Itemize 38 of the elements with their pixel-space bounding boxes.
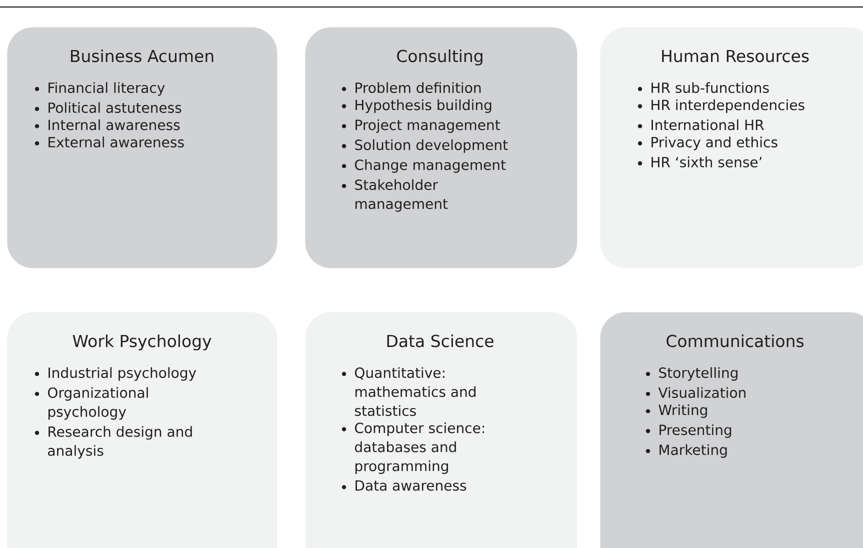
bullet-item: Solution development: [342, 139, 508, 153]
bullet-item: HR sub-functions: [638, 82, 769, 94]
competency-card: [600, 27, 863, 268]
bullet-item: Computer science: databases and programming: [342, 422, 484, 474]
bullet-item: Presenting: [646, 424, 732, 438]
bullet-item: HR ‘sixth sense’: [638, 156, 762, 168]
competency-card: [7, 312, 278, 548]
bullet-item: Privacy and ethics: [638, 136, 778, 150]
card-heading: Human Resources: [662, 50, 809, 62]
bullet-item: International HR: [638, 119, 764, 130]
bullet-item: HR interdependencies: [638, 99, 804, 113]
bullet-item: Research design and analysis: [34, 426, 192, 459]
bullet-item: Industrial psychology: [34, 367, 196, 381]
card-heading: Data Science: [387, 334, 494, 348]
competency-card: [305, 312, 578, 548]
bullet-item: Financial literacy: [34, 82, 165, 96]
card-heading: Business Acumen: [71, 49, 214, 62]
bullet-item: Marketing: [646, 444, 727, 458]
card-heading: Communications: [666, 334, 804, 348]
competency-card: [7, 27, 278, 268]
bullet-item: Data awareness: [342, 480, 466, 491]
bullet-item: Visualization: [646, 387, 746, 398]
card-heading: Work Psychology: [72, 334, 212, 350]
bullet-item: Problem definition: [342, 82, 481, 94]
bullet-item: Hypothesis building: [342, 99, 492, 113]
bullet-item: Organizational psychology: [34, 387, 148, 420]
bullet-item: Internal awareness: [34, 119, 180, 130]
card-heading: Consulting: [397, 49, 482, 66]
competency-card: [600, 312, 863, 548]
competency-card: [305, 27, 578, 268]
bullet-item: External awareness: [34, 136, 184, 148]
bullet-item: Quantitative: mathematics and statistics: [342, 367, 476, 416]
bullet-item: Change management: [342, 159, 506, 173]
bullet-item: Political astuteness: [34, 102, 182, 113]
bullet-item: Writing: [646, 404, 707, 418]
bullet-item: Stakeholder management: [342, 179, 448, 212]
bullet-item: Storytelling: [646, 367, 738, 381]
bullet-item: Project management: [342, 119, 500, 133]
